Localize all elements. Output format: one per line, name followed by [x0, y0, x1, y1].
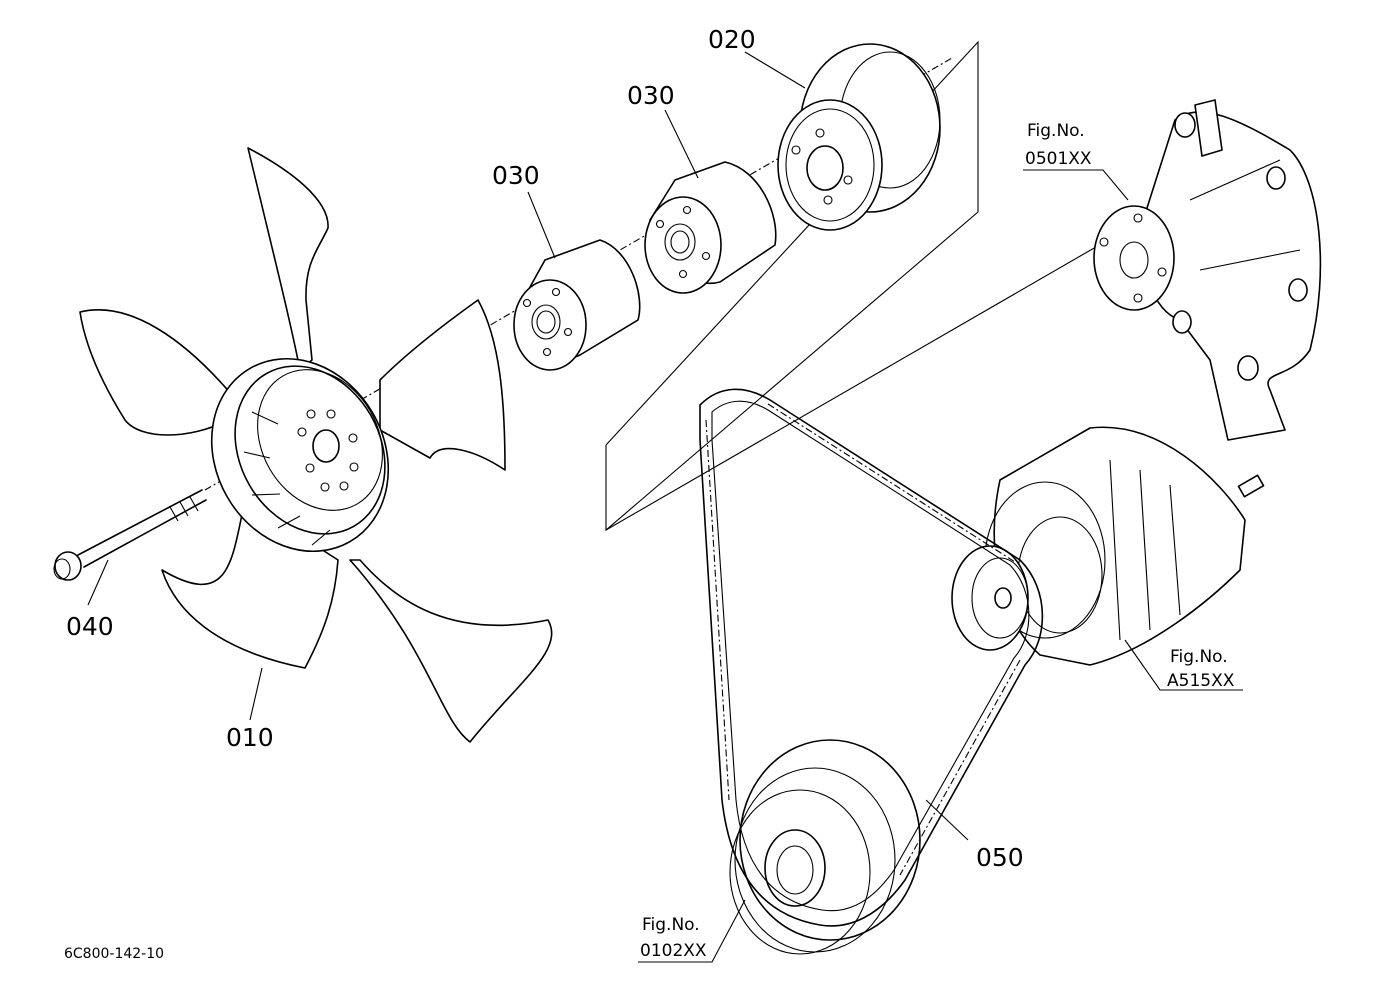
v-belt[interactable]: [699, 388, 1044, 927]
label-030-front[interactable]: 030: [492, 161, 540, 190]
fig-ref-0501-number[interactable]: 0501XX: [1025, 149, 1092, 169]
pump-axis-line: [605, 239, 1109, 531]
label-050[interactable]: 050: [976, 843, 1024, 872]
label-040[interactable]: 040: [66, 612, 114, 641]
spacer-rear[interactable]: [644, 161, 777, 294]
label-020[interactable]: 020: [708, 25, 756, 54]
fig-ref-0102-number[interactable]: 0102XX: [640, 941, 707, 961]
bolt[interactable]: [53, 489, 207, 581]
label-030-rear[interactable]: 030: [627, 81, 675, 110]
fig-ref-0501-title[interactable]: Fig.No.: [1027, 121, 1085, 141]
alternator[interactable]: [951, 426, 1265, 666]
fig-ref-a515-number[interactable]: A515XX: [1167, 671, 1235, 691]
drawing-code: 6C800-142-10: [64, 946, 164, 962]
fan-pulley[interactable]: [777, 43, 941, 231]
fig-ref-a515-title[interactable]: Fig.No.: [1170, 647, 1228, 667]
leader-lines: [87, 51, 1243, 963]
label-010[interactable]: 010: [226, 723, 274, 752]
fig-ref-0102-title[interactable]: Fig.No.: [642, 915, 700, 935]
fan-blade-assembly[interactable]: [79, 147, 553, 743]
water-pump[interactable]: [1093, 99, 1322, 441]
crankshaft-pulley[interactable]: [729, 739, 921, 955]
spacer-front[interactable]: [513, 239, 641, 371]
